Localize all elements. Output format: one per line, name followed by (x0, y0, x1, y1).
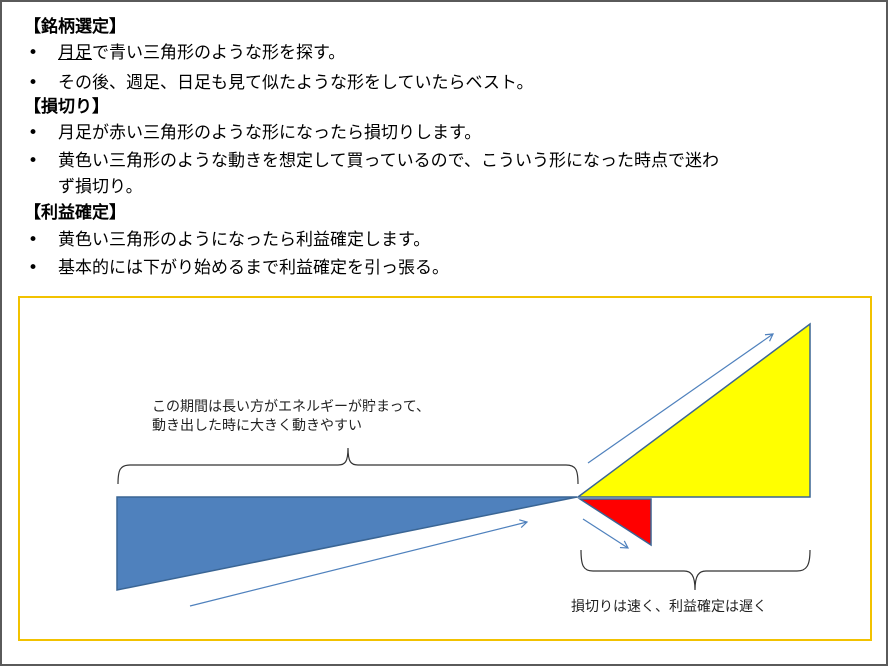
diagram-frame (18, 296, 872, 641)
bullet-text: ず損切り。 (58, 177, 143, 197)
arrow-down-loss (582, 518, 630, 549)
bullet-icon: • (28, 43, 39, 63)
annotation-top-line1: この期間は長い方がエネルギーが貯まって、 (152, 399, 431, 415)
bullet-text: 黄色い三角形のようになったら利益確定します。 (58, 230, 431, 250)
bullet-icon: • (28, 123, 39, 143)
annotation-top-line2: 動き出した時に大きく動きやすい (152, 418, 362, 434)
annotation-bottom: 損切りは速く、利益確定は遅く (571, 599, 767, 615)
bullet-text: 黄色い三角形のような動きを想定して買っているので、こういう形になった時点で迷わ (58, 151, 719, 171)
heading-stop-loss: 【損切り】 (24, 97, 109, 117)
bullet-icon: • (28, 73, 39, 93)
bullet-text: で青い三角形のような形を探す。 (92, 43, 346, 63)
blue-triangle (116, 496, 578, 591)
arrow-up-profit (587, 333, 774, 464)
yellow-triangle (575, 322, 811, 498)
left-brace (117, 447, 579, 485)
right-brace (580, 549, 811, 591)
heading-stock-selection: 【銘柄選定】 (24, 17, 126, 37)
bullet-icon: • (28, 230, 39, 250)
arrow-rising (189, 519, 529, 607)
bullet-text: その後、週足、日足も見て似たような形をしていたらベスト。 (58, 73, 534, 93)
underlined-term: 月足 (58, 43, 92, 63)
bullet-icon: • (28, 258, 39, 278)
bullet-icon: • (28, 151, 39, 171)
red-triangle (577, 498, 652, 547)
heading-take-profit: 【利益確定】 (24, 203, 126, 223)
bullet-text: 月足が赤い三角形のような形になったら損切りします。 (58, 123, 482, 143)
bullet-text: 基本的には下がり始めるまで利益確定を引っ張る。 (58, 258, 449, 278)
